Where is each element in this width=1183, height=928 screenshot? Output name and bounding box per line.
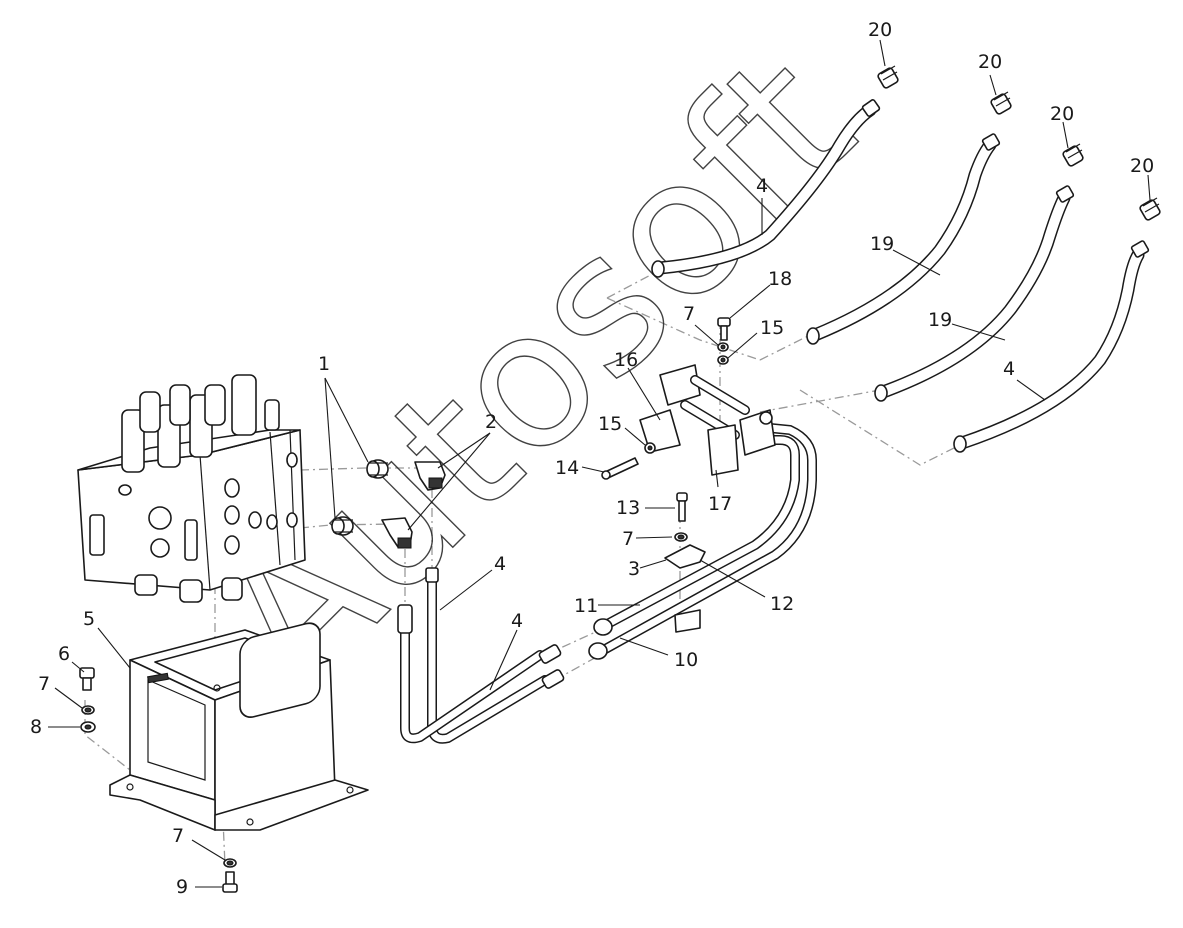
washer-8 <box>80 721 96 733</box>
fitting-20-a <box>877 65 899 89</box>
label-15-left: 15 <box>598 413 622 435</box>
label-20-d: 20 <box>1130 155 1154 177</box>
label-7-mid: 7 <box>622 528 634 550</box>
label-10: 10 <box>674 649 698 671</box>
label-20-c: 20 <box>1050 103 1074 125</box>
mounting-bracket <box>109 622 369 831</box>
bolt-14 <box>601 457 639 480</box>
hose-4-right <box>953 240 1150 453</box>
fitting-20-b <box>990 91 1012 115</box>
label-16: 16 <box>614 349 638 371</box>
label-2: 2 <box>485 411 497 433</box>
valve-ports <box>89 452 298 561</box>
label-6: 6 <box>58 643 70 665</box>
label-14: 14 <box>555 457 579 479</box>
washer-7-top <box>717 342 729 352</box>
label-20-a: 20 <box>868 19 892 41</box>
label-13: 13 <box>616 497 640 519</box>
washer-7-mid <box>674 532 688 542</box>
hose-19-upper <box>806 133 1001 345</box>
label-12: 12 <box>770 593 794 615</box>
label-19-upper: 19 <box>870 233 894 255</box>
hose-4-top <box>651 99 881 278</box>
watermark: Autosoft <box>175 13 894 732</box>
label-4-top: 4 <box>756 175 768 197</box>
label-18: 18 <box>768 268 792 290</box>
manifold-block <box>639 364 776 476</box>
label-7-top: 7 <box>683 303 695 325</box>
fitting-20-c <box>1062 143 1084 167</box>
label-9: 9 <box>176 876 188 898</box>
washer-7-left <box>81 705 95 715</box>
pipe-10-and-11 <box>588 423 817 660</box>
steel-pipe-4-pair <box>397 567 565 744</box>
label-8: 8 <box>30 716 42 738</box>
label-19-lower: 19 <box>928 309 952 331</box>
valve-spools <box>121 374 280 473</box>
pipe-clamp-3 <box>664 544 706 569</box>
hose-19-lower <box>874 185 1075 402</box>
label-1: 1 <box>318 353 330 375</box>
bolt-6 <box>79 667 95 691</box>
label-7-left: 7 <box>38 673 50 695</box>
label-7-bottom: 7 <box>172 825 184 847</box>
callout-labels: 1 2 3 4 4 4 4 5 6 7 7 7 7 8 9 10 11 12 1… <box>30 19 1154 898</box>
leader-lines <box>48 39 1151 888</box>
valve-bottom-caps <box>134 574 243 603</box>
label-4-pipe: 4 <box>494 553 506 575</box>
label-15-top: 15 <box>760 317 784 339</box>
washer-15-left <box>644 442 656 454</box>
washer-7-bottom <box>223 858 237 868</box>
adapter-fitting-1-upper <box>366 459 389 479</box>
clamp-base-12 <box>674 609 701 633</box>
label-4-pipe-lower: 4 <box>511 610 523 632</box>
washer-15-top <box>717 355 729 365</box>
fitting-20-d <box>1139 197 1161 221</box>
label-20-b: 20 <box>978 51 1002 73</box>
elbow-fitting-2-upper <box>414 461 446 491</box>
label-17: 17 <box>708 493 732 515</box>
label-5: 5 <box>83 608 95 630</box>
elbow-fitting-2-lower <box>381 517 413 549</box>
label-11: 11 <box>574 595 598 617</box>
adapter-fitting-1-lower <box>331 516 354 536</box>
label-4-right: 4 <box>1003 358 1015 380</box>
bolt-9 <box>222 871 238 893</box>
bolt-13 <box>676 492 688 522</box>
control-valve-block <box>77 374 306 603</box>
watermark-text: Autosoft <box>176 14 894 732</box>
label-3: 3 <box>628 558 640 580</box>
bolt-18 <box>717 317 731 341</box>
